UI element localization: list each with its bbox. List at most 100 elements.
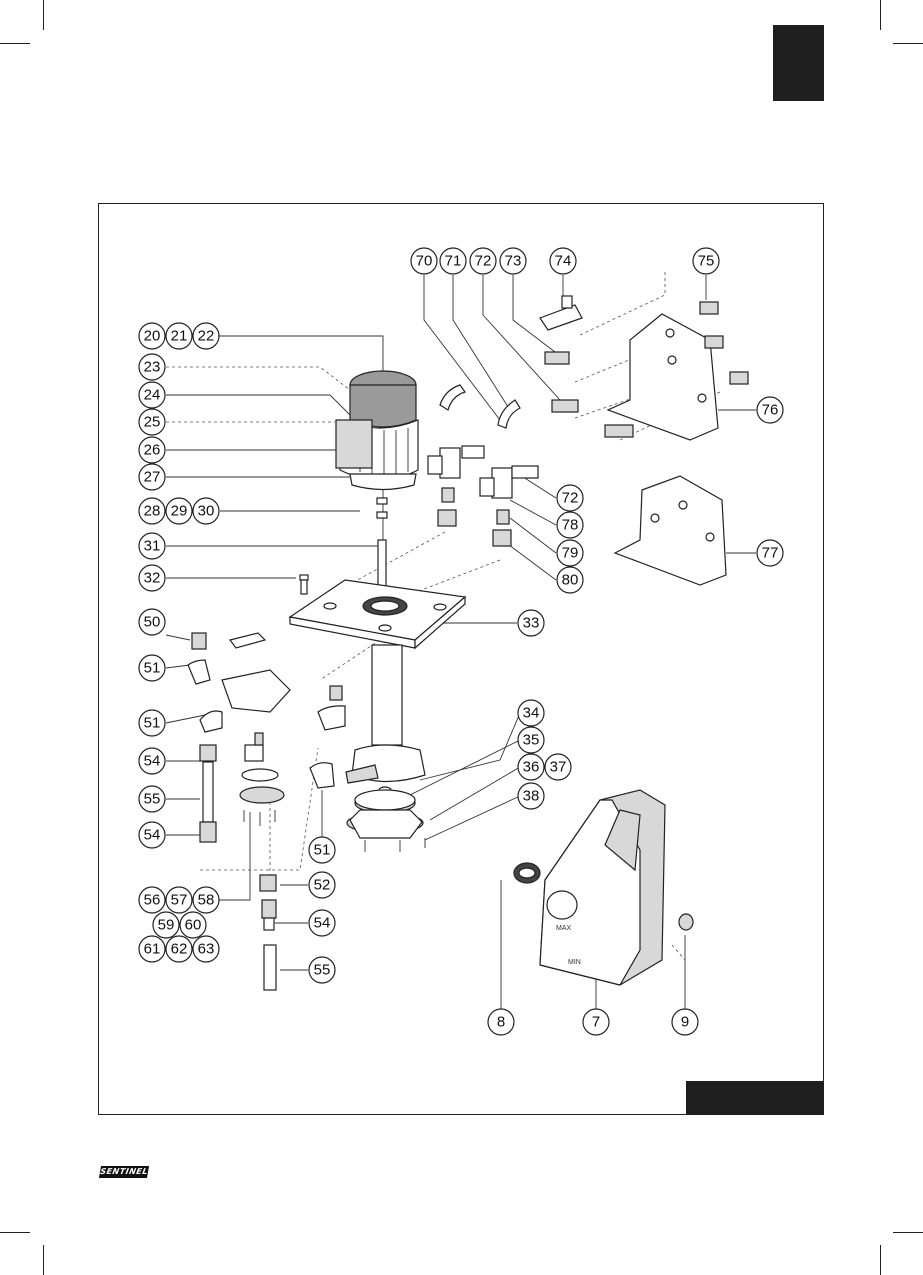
callout-number: 38: [523, 788, 540, 805]
callout-21: 21: [166, 323, 192, 349]
pump-motor: [336, 371, 418, 600]
callout-number: 63: [198, 941, 215, 958]
callout-22: 22: [193, 323, 219, 349]
callout-8: 8: [488, 1009, 514, 1035]
bracket-77: [615, 476, 726, 585]
callout-24: 24: [139, 382, 165, 408]
callout-34: 34: [518, 700, 544, 726]
callout-number: 8: [497, 1014, 505, 1031]
callout-number: 54: [314, 915, 331, 932]
callout-23: 23: [139, 354, 165, 380]
callout-number: 21: [171, 328, 188, 345]
callout-number: 7: [592, 1014, 600, 1031]
callout-number: 29: [171, 503, 188, 520]
callout-28: 28: [139, 498, 165, 524]
tank-min-mark: MIN: [568, 959, 581, 966]
callout-number: 71: [445, 253, 462, 270]
callout-number: 35: [523, 732, 540, 749]
callout-number: 20: [144, 328, 161, 345]
bracket-76: [608, 302, 748, 440]
callout-number: 74: [555, 253, 572, 270]
callout-62: 62: [166, 936, 192, 962]
callout-number: 62: [171, 941, 188, 958]
callout-number: 52: [314, 877, 331, 894]
callout-number: 54: [144, 753, 161, 770]
callout-number: 57: [171, 892, 188, 909]
callout-73: 73: [500, 248, 526, 274]
callout-number: 78: [562, 517, 579, 534]
callout-number: 32: [144, 570, 161, 587]
callout-number: 76: [762, 402, 779, 419]
callout-number: 36: [523, 759, 540, 776]
callout-55-low: 55: [309, 957, 335, 983]
callout-number: 27: [144, 469, 161, 486]
callout-number: 50: [144, 614, 161, 631]
callout-77: 77: [757, 540, 783, 566]
callout-number: 77: [762, 545, 779, 562]
callout-number: 28: [144, 503, 161, 520]
callout-number: 26: [144, 442, 161, 459]
callout-number: 73: [505, 253, 522, 270]
callout-number: 72: [475, 253, 492, 270]
callout-number: 59: [158, 917, 175, 934]
callout-72-lower: 72: [557, 485, 583, 511]
callout-number: 70: [416, 253, 433, 270]
callout-61: 61: [139, 936, 165, 962]
callout-55-top: 55: [139, 786, 165, 812]
callout-7: 7: [583, 1009, 609, 1035]
impeller-housing: [347, 787, 425, 852]
callout-number: 61: [144, 941, 161, 958]
callout-number: 51: [144, 660, 161, 677]
callout-33: 33: [518, 610, 544, 636]
callout-27: 27: [139, 464, 165, 490]
mounting-plate: [290, 580, 465, 783]
callout-number: 22: [198, 328, 215, 345]
callout-70: 70: [411, 248, 437, 274]
callout-75: 75: [693, 248, 719, 274]
callout-26: 26: [139, 437, 165, 463]
callout-38: 38: [518, 783, 544, 809]
callout-number: 24: [144, 387, 161, 404]
callout-number: 51: [314, 842, 331, 859]
callout-59: 59: [153, 912, 179, 938]
tank-7: MAX MIN: [514, 790, 693, 985]
callout-number: 54: [144, 827, 161, 844]
callout-number: 30: [198, 503, 215, 520]
callout-30: 30: [193, 498, 219, 524]
callout-number: 72: [562, 490, 579, 507]
callout-number: 51: [144, 715, 161, 732]
callout-54-low: 54: [309, 910, 335, 936]
callout-number: 75: [698, 253, 715, 270]
callout-number: 55: [314, 962, 331, 979]
callout-9: 9: [672, 1009, 698, 1035]
callout-number: 25: [144, 414, 161, 431]
callout-25: 25: [139, 409, 165, 435]
callout-number: 60: [185, 917, 202, 934]
callout-number: 31: [144, 538, 161, 555]
bolt-32: [300, 575, 308, 594]
callout-52: 52: [309, 872, 335, 898]
callout-72: 72: [470, 248, 496, 274]
callout-number: 23: [144, 359, 161, 376]
callout-number: 9: [681, 1014, 689, 1031]
callout-number: 56: [144, 892, 161, 909]
callout-50: 50: [139, 609, 165, 635]
callout-20: 20: [139, 323, 165, 349]
callout-number: 58: [198, 892, 215, 909]
callout-51-low: 51: [309, 837, 335, 863]
callout-36: 36: [518, 754, 544, 780]
callout-number: 80: [562, 572, 579, 589]
callout-80: 80: [557, 567, 583, 593]
callout-32: 32: [139, 565, 165, 591]
tank-max-mark: MAX: [556, 925, 572, 932]
callout-37: 37: [545, 754, 571, 780]
callout-51-mid: 51: [139, 710, 165, 736]
callout-56: 56: [139, 887, 165, 913]
callout-78: 78: [557, 512, 583, 538]
callout-51-top: 51: [139, 655, 165, 681]
callout-29: 29: [166, 498, 192, 524]
callout-number: 34: [523, 705, 540, 722]
callout-58: 58: [193, 887, 219, 913]
